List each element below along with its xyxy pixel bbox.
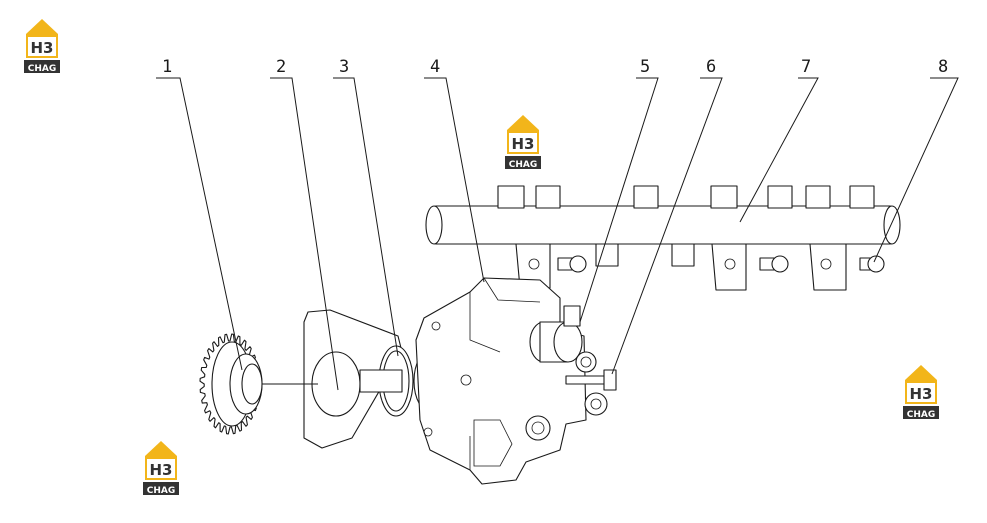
callout-5: 5 xyxy=(640,57,650,77)
logo-mark-text: H3 xyxy=(512,135,535,153)
callout-6: 6 xyxy=(706,57,716,77)
brand-logo-watermark: H3 CHAG xyxy=(505,115,541,170)
brand-logo-watermark: H3 CHAG xyxy=(143,441,179,496)
callout-2: 2 xyxy=(276,57,286,77)
callout-8: 8 xyxy=(938,57,948,77)
part-4-high-pressure-pump xyxy=(415,277,608,485)
callout-labels: 1 2 3 4 5 6 7 8 xyxy=(162,57,948,77)
rail-bracket-right xyxy=(809,243,885,291)
callout-3: 3 xyxy=(339,57,349,77)
part-1-drive-gear xyxy=(199,333,263,435)
rail-bracket-left xyxy=(515,243,587,289)
part-6-bolt xyxy=(565,369,617,391)
brand-logo-watermark: H3 CHAG xyxy=(903,365,939,420)
rail-bracket-mid xyxy=(711,243,789,291)
callout-1: 1 xyxy=(162,57,172,77)
logo-word-text: CHAG xyxy=(147,486,176,496)
logo-word-text: CHAG xyxy=(907,410,936,420)
logo-word-text: CHAG xyxy=(509,160,538,170)
logo-mark-text: H3 xyxy=(31,39,54,57)
part-2-flange-plate xyxy=(244,309,403,449)
part-7-fuel-rail xyxy=(425,185,901,267)
callout-7: 7 xyxy=(801,57,811,77)
callout-leaders xyxy=(156,77,959,391)
logo-mark-text: H3 xyxy=(150,461,173,479)
callout-4: 4 xyxy=(430,57,440,77)
logo-mark-text: H3 xyxy=(910,385,933,403)
logo-word-text: CHAG xyxy=(28,64,57,74)
brand-logo: H3 CHAG xyxy=(24,19,60,74)
